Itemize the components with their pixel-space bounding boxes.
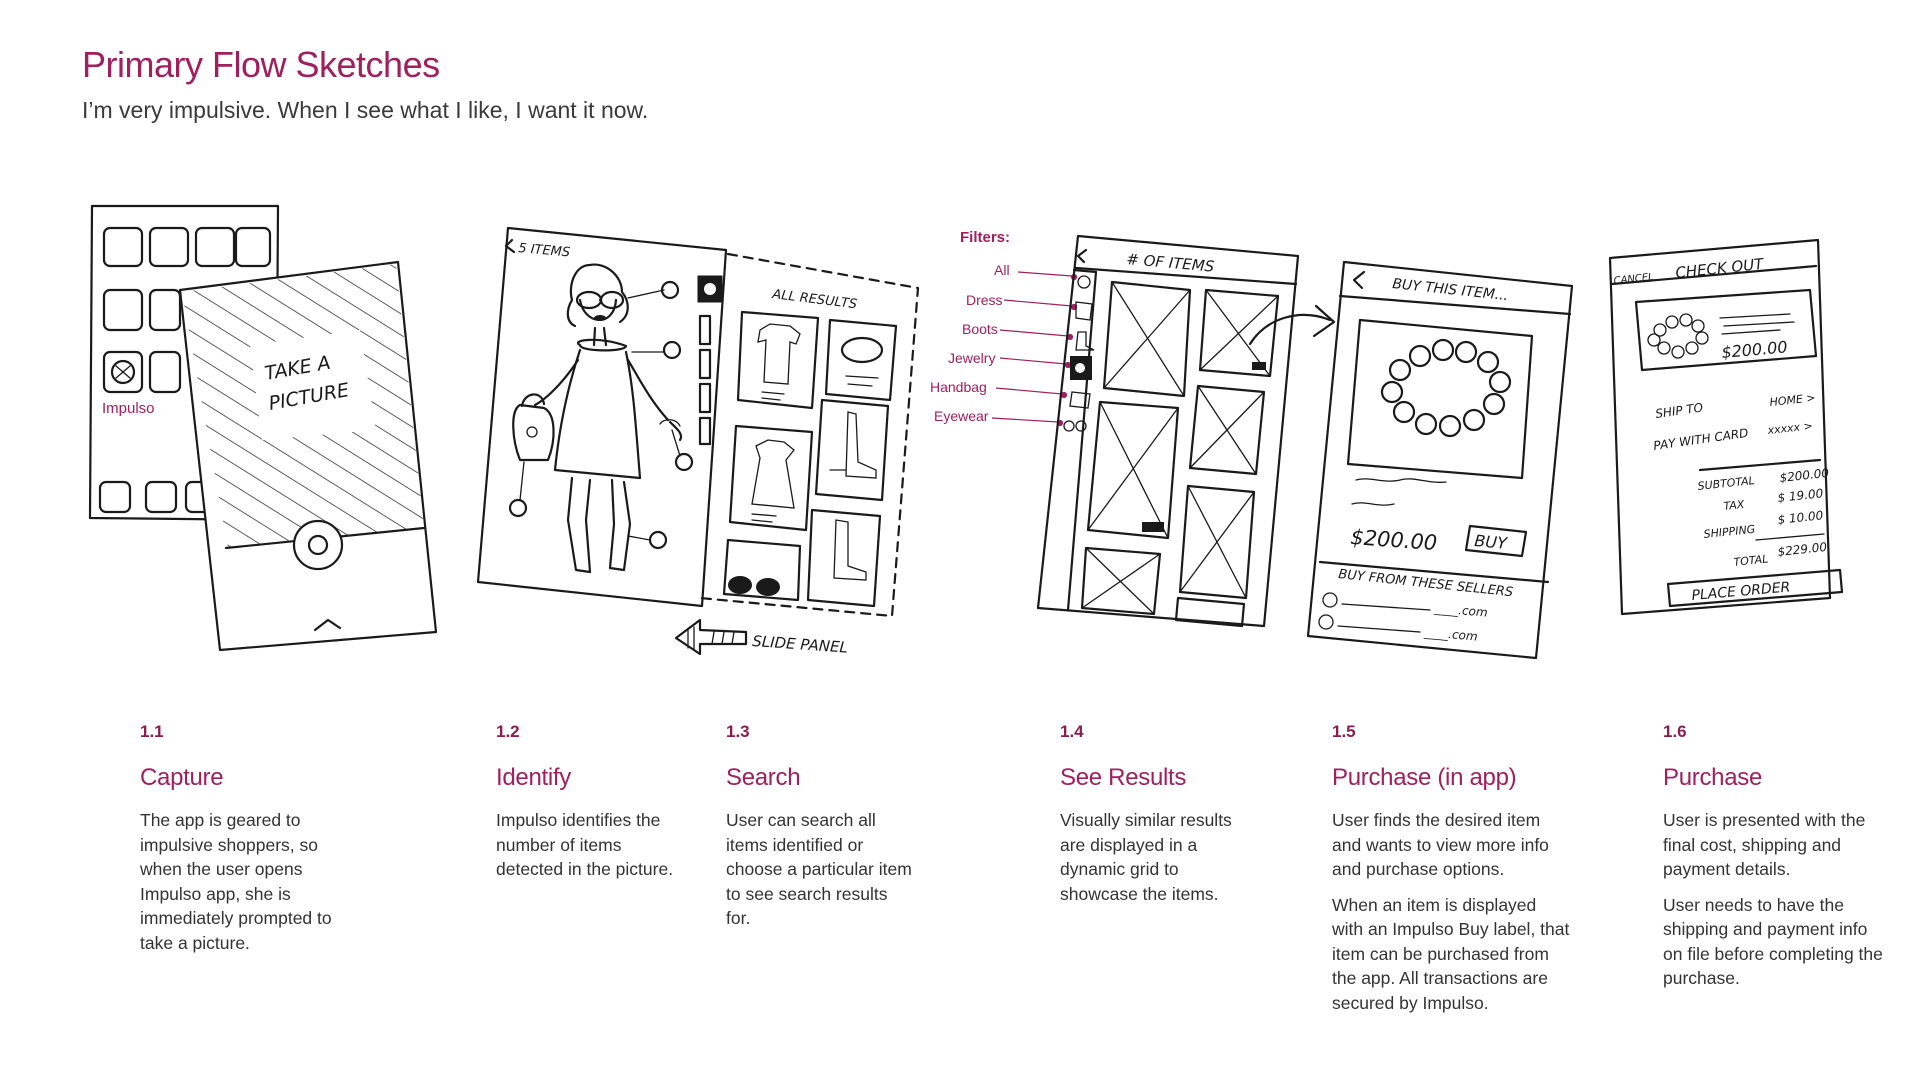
filter-label-dress: Dress (966, 292, 1003, 308)
filter-strip (697, 275, 723, 446)
slide-panel-arrow[interactable] (674, 618, 748, 656)
forward-arrow-icon (1248, 304, 1336, 346)
sketch-identify: 5 ITEMS (476, 226, 728, 608)
step-description: Impulso identifies the number of items d… (496, 810, 674, 879)
phone-home-screen: Impulso (88, 204, 280, 522)
seller-2-label: ____.com (1423, 625, 1478, 644)
step-description: User is presented with the final cost, s… (1663, 810, 1866, 879)
step-title: Search (726, 764, 801, 791)
back-chevron-icon[interactable] (504, 238, 516, 254)
sketch-checkout: CANCEL CHECK OUT $200.00 SHIP TO HOME > … (1608, 238, 1844, 616)
buy-button[interactable] (1464, 524, 1528, 558)
step-capture: 1.1 Capture The app is geared to impulsi… (140, 722, 340, 955)
eyewear-icon[interactable] (1063, 420, 1087, 432)
step-identify: 1.2 Identify Impulso identifies the numb… (496, 722, 686, 882)
step-number: 1.2 (496, 722, 520, 741)
shipping-value: $ 10.00 (1777, 508, 1824, 527)
result-thumbnails (722, 310, 898, 608)
step-description: User finds the desired item and wants to… (1332, 810, 1549, 879)
filter-label-all: All (994, 262, 1010, 278)
ship-to-label: SHIP TO (1654, 400, 1703, 421)
step-number: 1.6 (1663, 722, 1687, 741)
results-grid (1080, 280, 1280, 628)
step-description-2: User needs to have the shipping and paym… (1663, 894, 1883, 989)
phone-camera-screen: TAKE A PICTURE (178, 260, 438, 652)
order-item-card (1634, 288, 1818, 372)
sketch-capture: Impulso TAKE A PICTURE (88, 204, 438, 652)
page-title: Primary Flow Sketches (82, 44, 440, 85)
sketches-area: Impulso TAKE A PICTURE 5 ITEMS (88, 204, 1844, 660)
card-value[interactable]: xxxxx > (1766, 419, 1813, 437)
total-value: $229.00 (1777, 540, 1828, 559)
step-purchase-in-app: 1.5 Purchase (in app) User finds the des… (1332, 722, 1572, 1015)
buy-button-label: BUY (1474, 531, 1509, 553)
back-chevron-icon[interactable] (1076, 248, 1088, 264)
filter-label-jewelry: Jewelry (948, 350, 995, 366)
back-chevron-icon[interactable] (1352, 270, 1366, 290)
filter-label-boots: Boots (962, 321, 998, 337)
slide-panel-label: SLIDE PANEL (752, 632, 849, 657)
step-title: Identify (496, 764, 571, 791)
impulso-app-label: Impulso (102, 400, 155, 417)
dress-icon[interactable] (1075, 301, 1093, 321)
sketch-purchase-in-app: BUY THIS ITEM... $200.00 BUY BUY FROM TH… (1306, 260, 1574, 660)
impulso-app-icon[interactable] (102, 350, 144, 394)
total-label: TOTAL (1733, 552, 1769, 569)
seller-1-label: ____.com (1433, 601, 1488, 620)
step-title: Purchase (1663, 764, 1762, 791)
chevron-up-icon[interactable] (313, 618, 342, 632)
step-description: Visually similar results are displayed i… (1060, 810, 1232, 904)
search-icon[interactable] (1077, 275, 1091, 289)
handbag-icon[interactable] (1069, 391, 1091, 409)
step-number: 1.4 (1060, 722, 1084, 741)
step-description: User can search all items identified or … (726, 810, 912, 928)
place-order-button[interactable] (1666, 568, 1844, 608)
price-label: $200.00 (1350, 525, 1438, 555)
item-callouts (508, 280, 694, 550)
step-number: 1.3 (726, 722, 750, 741)
step-number: 1.1 (140, 722, 164, 741)
camera-lens-icon (110, 359, 136, 385)
woman-figure-illustration (512, 263, 683, 574)
sketch-see-results: Filters: All Dress Boots Jewelry Handbag… (930, 229, 1336, 628)
filter-label-handbag: Handbag (930, 379, 987, 395)
filter-icon-column (1063, 268, 1098, 612)
cancel-label: CANCEL (1613, 272, 1654, 287)
bracelet-thumbnail (1647, 313, 1709, 359)
all-results-label: ALL RESULTS (771, 287, 858, 312)
tax-value: $ 19.00 (1777, 486, 1824, 505)
step-title: See Results (1060, 764, 1187, 791)
step-search: 1.3 Search User can search all items ide… (726, 722, 916, 931)
step-see-results: 1.4 See Results Visually similar results… (1060, 722, 1260, 906)
bracelet-illustration (1380, 338, 1512, 438)
ship-to-value[interactable]: HOME > (1769, 391, 1816, 409)
filter-label-eyewear: Eyewear (934, 408, 989, 424)
tax-label: TAX (1723, 498, 1745, 513)
subtotal-label: SUBTOTAL (1697, 474, 1755, 493)
step-title: Purchase (in app) (1332, 764, 1517, 791)
boots-icon[interactable] (1075, 331, 1095, 351)
pay-with-card-label: PAY WITH CARD (1652, 426, 1749, 453)
items-count-label: 5 ITEMS (518, 241, 571, 260)
sketch-search: ALL RESULTS SLIDE PANEL (674, 252, 920, 657)
step-description-2: When an item is displayed with an Impuls… (1332, 894, 1570, 1013)
step-title: Capture (140, 764, 224, 791)
shutter-button[interactable] (292, 519, 344, 571)
subtotal-value: $200.00 (1779, 466, 1830, 485)
product-image-frame (1346, 318, 1534, 480)
page-subtitle: I’m very impulsive. When I see what I li… (82, 97, 649, 123)
filter-leader-lines (991, 271, 1078, 427)
filters-title: Filters: (960, 229, 1010, 246)
step-purchase: 1.6 Purchase User is presented with the … (1663, 722, 1888, 991)
shipping-label: SHIPPING (1703, 523, 1756, 541)
buy-this-item-label: BUY THIS ITEM... (1392, 276, 1509, 304)
step-number: 1.5 (1332, 722, 1356, 741)
step-description: The app is geared to impulsive shoppers,… (140, 810, 332, 953)
